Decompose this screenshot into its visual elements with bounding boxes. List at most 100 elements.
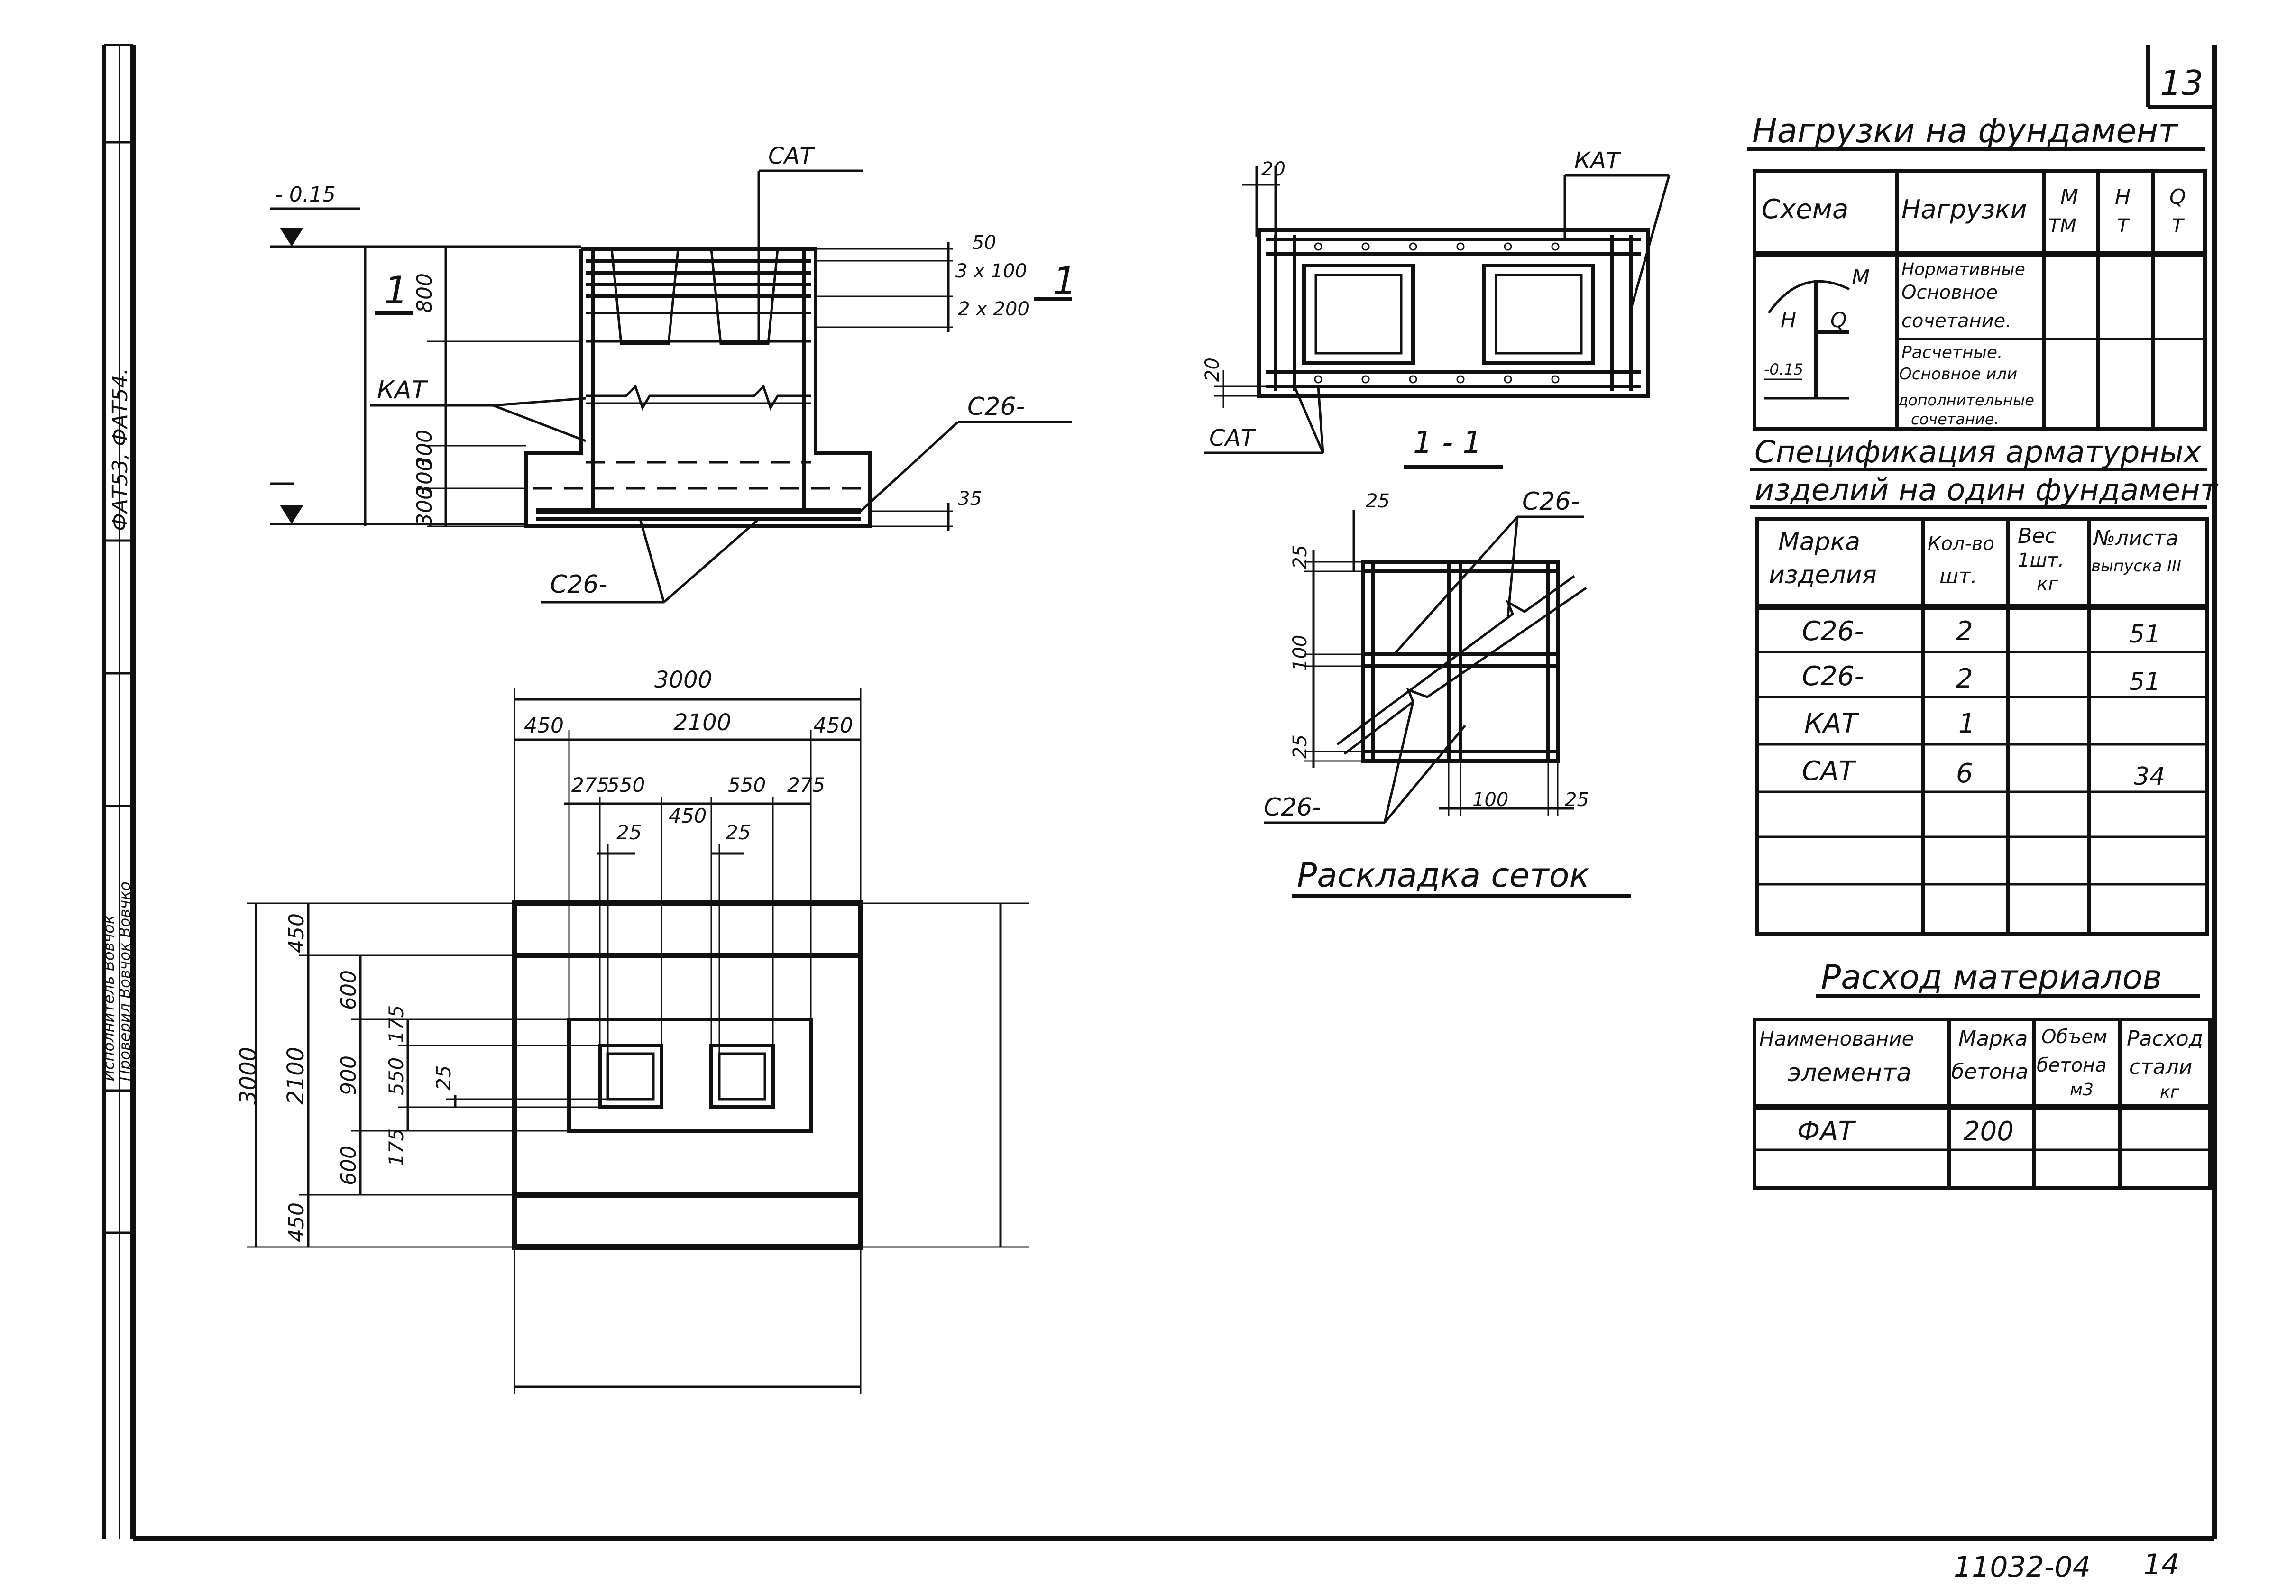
mesh-layout-view: С26- С26- 25 25 100 25 100 25 Раскладка … [1264, 487, 1631, 898]
plan-dim-2100-v: 2100 [283, 1047, 309, 1105]
plan-dim-3000-top: 3000 [654, 667, 712, 693]
materials-header-steel-3: кг [2160, 1082, 2180, 1102]
mesh-dim-100-left: 100 [1289, 635, 1311, 671]
section11-cat-label: САТ [1209, 425, 1256, 451]
elevation-top-label: - 0.15 [275, 183, 336, 207]
schema-n: Н [1781, 308, 1796, 332]
plan-dim-450-v-bottom: 450 [285, 1202, 309, 1242]
plan-dim-25-left: 25 [616, 821, 642, 844]
spec-header-weight-3: кг [2037, 573, 2058, 595]
plan-dim-600-bottom: 600 [337, 1146, 361, 1185]
spec-header-sheet-1: №листа [2092, 526, 2178, 550]
materials-header-volume-2: бетона [2037, 1055, 2107, 1076]
kat-label: КАТ [377, 376, 428, 404]
materials-cell: 200 [1963, 1116, 2014, 1147]
plan-dim-175-bottom: 175 [385, 1128, 408, 1166]
plan-dim-450-right: 450 [813, 714, 853, 738]
dim-300-c: 300 [413, 486, 437, 526]
spec-cell: КАТ [1804, 708, 1859, 739]
materials-header-steel-2: стали [2129, 1055, 2193, 1079]
sheet-number: 13 [2160, 63, 2204, 103]
dim-3x100: 3 x 100 [955, 260, 1027, 282]
materials-header-grade-2: бетона [1951, 1060, 2029, 1084]
spec-cell: 1 [1958, 708, 1975, 739]
loads-header-q-unit: Т [2172, 215, 2185, 237]
plan-dim-600-top: 600 [337, 970, 361, 1010]
side-stamp: ФАТ53, ФАТ54. Исполнитель Вовчок Провери… [100, 45, 134, 1539]
cat-label: САТ [768, 143, 815, 169]
stamp-codes: ФАТ53, ФАТ54. [108, 368, 132, 531]
schema-q: Q [1830, 308, 1847, 332]
dim-50: 50 [972, 232, 996, 254]
plan-dim-275-b: 275 [787, 773, 825, 797]
section11-dim-20-top: 20 [1261, 158, 1286, 180]
materials-title: Расход материалов [1821, 958, 2162, 997]
loads-table-title: Нагрузки на фундамент [1752, 111, 2178, 150]
plan-dim-900: 900 [337, 1055, 361, 1095]
materials-table: Расход материалов Наименование элемента … [1753, 958, 2212, 1190]
footer-page: 14 [2143, 1548, 2179, 1581]
spec-row-2: С26- 2 51 [1802, 661, 2160, 696]
section-1-1-view: КАТ САТ 20 20 1 - 1 [1202, 147, 1671, 469]
plan-dim-2100-top: 2100 [673, 709, 731, 736]
loads-header-n-unit: Т [2117, 215, 2131, 237]
plan-dim-550-v: 550 [385, 1057, 408, 1095]
dim-800: 800 [413, 273, 437, 313]
loads-row1-line1: Нормативные [1901, 260, 2025, 279]
spec-header-qty-1: Кол-во [1928, 533, 1994, 555]
plan-view: 3000 2100 450 450 275 550 450 550 275 25… [235, 667, 1029, 1394]
section-view: - 0.15 1 800 300 300 300 50 3 x 100 2 x … [270, 143, 1077, 604]
plan-dim-550-b: 550 [728, 773, 766, 797]
plan-dim-25-right: 25 [726, 821, 751, 844]
loads-header-schema: Схема [1762, 194, 1848, 225]
loads-row2-line3: дополнительные [1897, 391, 2034, 409]
loads-table: Нагрузки на фундамент Схема Нагрузки М Т… [1747, 111, 2207, 431]
spec-cell: 6 [1956, 758, 1973, 789]
materials-header-name-2: элемента [1788, 1059, 1911, 1087]
spec-row-1: С26- 2 51 [1802, 616, 2160, 649]
materials-cell: ФАТ [1797, 1116, 1856, 1147]
loads-header-q: Q [2169, 185, 2186, 209]
mesh-dim-25-bottom: 25 [1565, 789, 1589, 811]
loads-header-m: М [2060, 185, 2078, 209]
plan-dim-25-v: 25 [432, 1065, 455, 1091]
materials-header-volume-3: м3 [2070, 1080, 2094, 1100]
spec-title-1: Спецификация арматурных [1754, 435, 2202, 470]
stamp-names-1: Исполнитель Вовчок [100, 915, 118, 1081]
loads-row2-line1: Расчетные. [1901, 343, 2003, 362]
plan-dim-175-top: 175 [385, 1005, 408, 1043]
loads-header-m-unit: ТМ [2048, 215, 2076, 237]
loads-row1-line3: сочетание. [1901, 310, 2011, 332]
stamp-names-2: Проверил Вовчок Вовчко [116, 881, 134, 1081]
loads-row1-line2: Основное [1901, 282, 1998, 303]
load-schema-sketch: М Н Q -0.15 [1764, 266, 1870, 400]
mesh-layout-title: Раскладка сеток [1297, 856, 1589, 895]
materials-header-name-1: Наименование [1759, 1027, 1914, 1050]
spec-cell: С26- [1802, 661, 1864, 692]
spec-header-mark-1: Марка [1778, 528, 1860, 556]
materials-header-steel-1: Расход [2127, 1027, 2203, 1051]
footer-doc-code: 11032-04 [1954, 1550, 2091, 1584]
dim-2x200: 2 x 200 [958, 298, 1029, 320]
spec-cell: 51 [2129, 668, 2160, 696]
section-mark-left: 1 [384, 268, 408, 312]
plan-dim-450-mid: 450 [669, 804, 707, 827]
section11-title: 1 - 1 [1413, 425, 1482, 460]
spec-cell: 51 [2129, 620, 2160, 649]
materials-header-volume-1: Объем [2041, 1026, 2107, 1048]
loads-row2-line2: Основное или [1899, 365, 2017, 384]
plan-dim-450-left: 450 [524, 714, 564, 738]
spec-cell: 34 [2134, 762, 2165, 791]
plan-dim-450-v-top: 450 [285, 913, 309, 953]
loads-header-loads: Нагрузки [1901, 194, 2027, 224]
spec-header-sheet-2: выпуска III [2091, 557, 2181, 576]
dim-300-b: 300 [413, 458, 437, 498]
spec-title-2: изделий на один фундамент [1754, 473, 2219, 508]
materials-header-grade-1: Марка [1958, 1027, 2028, 1051]
spec-header-weight-2: 1шт. [2018, 550, 2064, 571]
spec-cell: 2 [1956, 616, 1973, 647]
spec-table: Спецификация арматурных изделий на один … [1750, 435, 2219, 936]
footer: 11032-04 14 [1954, 1548, 2179, 1584]
mesh-dim-25-left: 25 [1289, 545, 1311, 569]
